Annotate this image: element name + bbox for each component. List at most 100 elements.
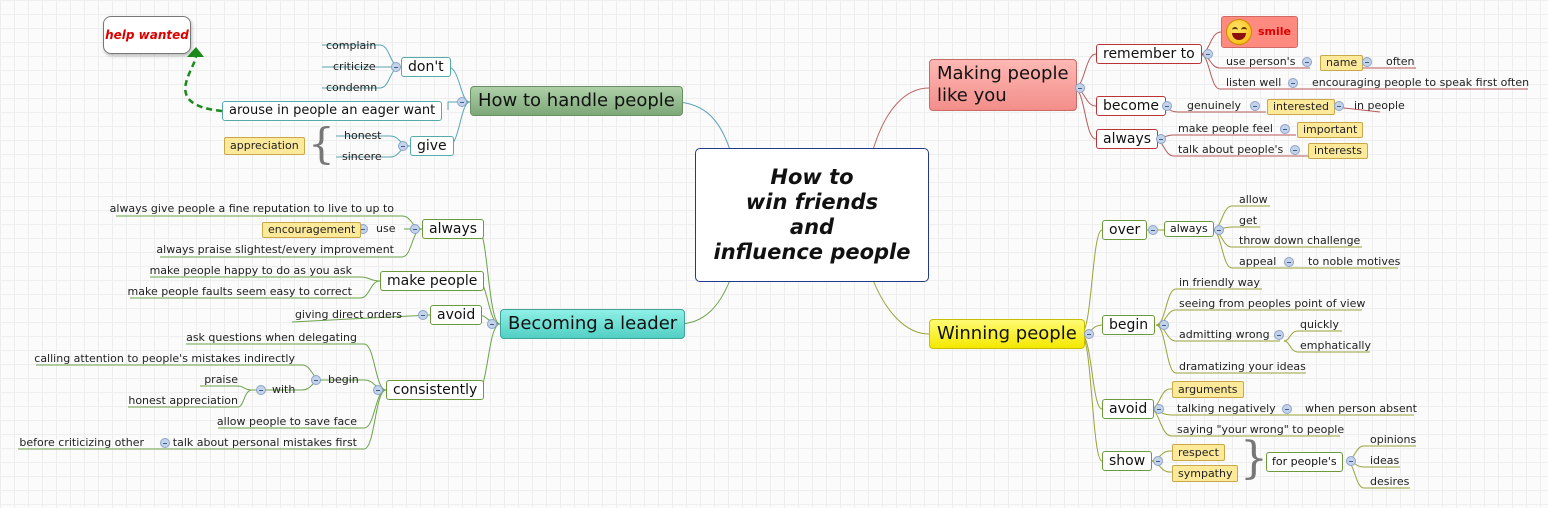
leaf-throw-down-challenge[interactable]: throw down challenge	[1239, 234, 1361, 247]
leaf-encouraging-speak[interactable]: encouraging people to speak first often	[1312, 76, 1530, 89]
node-avoid-winning[interactable]: avoid	[1102, 399, 1155, 419]
collapse-icon[interactable]	[1214, 225, 1224, 235]
tag-sympathy[interactable]: sympathy	[1172, 465, 1239, 482]
leaf-talking-negatively[interactable]: talking negatively	[1177, 402, 1276, 415]
leaf-allow[interactable]: allow	[1239, 193, 1268, 206]
node-avoid[interactable]: avoid	[430, 305, 483, 325]
leaf-often[interactable]: often	[1386, 55, 1415, 68]
smile-node[interactable]: smile	[1221, 16, 1298, 48]
leaf-use[interactable]: use	[376, 222, 396, 235]
node-show[interactable]: show	[1102, 451, 1153, 471]
tag-arguments[interactable]: arguments	[1172, 381, 1244, 398]
tag-name[interactable]: name	[1320, 55, 1364, 71]
node-arouse-eager-want[interactable]: arouse in people an eager want	[222, 101, 443, 121]
collapse-icon[interactable]	[373, 385, 383, 395]
collapse-icon[interactable]	[1159, 320, 1169, 330]
node-begin[interactable]: begin	[1102, 315, 1156, 335]
collapse-icon[interactable]	[256, 385, 266, 395]
collapse-icon[interactable]	[1162, 101, 1172, 111]
node-over[interactable]: over	[1102, 220, 1148, 240]
leaf-direct-orders[interactable]: giving direct orders	[294, 308, 402, 321]
leaf-desires[interactable]: desires	[1370, 475, 1410, 488]
collapse-icon[interactable]	[1362, 57, 1372, 67]
leaf-save-face[interactable]: allow people to save face	[216, 415, 357, 428]
node-over-always[interactable]: always	[1164, 221, 1214, 237]
leaf-admitting-wrong[interactable]: admitting wrong	[1179, 328, 1270, 341]
leaf-honest-appreciation[interactable]: honest appreciation	[128, 394, 238, 407]
node-consistently[interactable]: consistently	[386, 380, 485, 400]
topic-making-people-like-you[interactable]: Making people like you	[929, 59, 1077, 111]
leaf-faults-easy[interactable]: make people faults seem easy to correct	[127, 285, 352, 298]
collapse-icon[interactable]	[1334, 101, 1344, 111]
leaf-in-people[interactable]: in people	[1354, 99, 1405, 112]
collapse-icon[interactable]	[1288, 78, 1298, 88]
collapse-icon[interactable]	[1203, 49, 1213, 59]
collapse-icon[interactable]	[311, 375, 321, 385]
leaf-condemn[interactable]: condemn	[326, 81, 378, 94]
leaf-friendly-way[interactable]: in friendly way	[1179, 276, 1261, 289]
tag-interests[interactable]: interests	[1308, 143, 1368, 159]
collapse-icon[interactable]	[160, 438, 170, 448]
collapse-icon[interactable]	[1290, 145, 1300, 155]
leaf-fine-reputation[interactable]: always give people a fine reputation to …	[109, 202, 394, 215]
node-always[interactable]: always	[422, 219, 485, 239]
collapse-icon[interactable]	[1280, 124, 1290, 134]
topic-how-to-handle-people[interactable]: How to handle people	[470, 86, 683, 116]
leaf-noble-motives[interactable]: to noble motives	[1308, 255, 1401, 268]
leaf-get[interactable]: get	[1239, 214, 1258, 227]
leaf-quickly[interactable]: quickly	[1300, 318, 1339, 331]
leaf-opinions[interactable]: opinions	[1370, 433, 1417, 446]
node-make-people[interactable]: make people	[380, 271, 485, 291]
leaf-emphatically[interactable]: emphatically	[1300, 339, 1371, 352]
leaf-when-person-absent[interactable]: when person absent	[1305, 402, 1417, 415]
node-for-peoples[interactable]: for people's	[1266, 452, 1343, 472]
collapse-icon[interactable]	[391, 62, 401, 72]
leaf-ideas[interactable]: ideas	[1370, 454, 1400, 467]
collapse-icon[interactable]	[487, 319, 497, 329]
leaf-genuinely[interactable]: genuinely	[1187, 99, 1242, 112]
collapse-icon[interactable]	[1075, 83, 1085, 93]
node-become[interactable]: become	[1096, 96, 1167, 116]
leaf-personal-mistakes[interactable]: talk about personal mistakes first	[172, 436, 357, 449]
collapse-icon[interactable]	[410, 224, 420, 234]
node-always-like[interactable]: always	[1096, 129, 1159, 149]
tag-interested[interactable]: interested	[1267, 99, 1335, 115]
leaf-saying-your-wrong[interactable]: saying "your wrong" to people	[1177, 423, 1345, 436]
collapse-icon[interactable]	[1274, 330, 1284, 340]
leaf-praise-improvement[interactable]: always praise slightest/every improvemen…	[156, 243, 394, 256]
node-give[interactable]: give	[410, 136, 454, 156]
leaf-dramatizing-ideas[interactable]: dramatizing your ideas	[1179, 360, 1306, 373]
leaf-sincere[interactable]: sincere	[342, 150, 382, 163]
leaf-ask-questions[interactable]: ask questions when delegating	[186, 331, 357, 344]
leaf-with[interactable]: with	[272, 383, 296, 396]
leaf-honest[interactable]: honest	[344, 129, 382, 142]
collapse-icon[interactable]	[398, 141, 408, 151]
topic-winning-people[interactable]: Winning people	[929, 319, 1085, 349]
topic-becoming-a-leader[interactable]: Becoming a leader	[500, 309, 686, 339]
collapse-icon[interactable]	[418, 310, 428, 320]
tag-encouragement[interactable]: encouragement	[262, 222, 362, 238]
tag-appreciation[interactable]: appreciation	[224, 137, 305, 155]
central-topic[interactable]: How to win friends and influence people	[695, 148, 929, 282]
leaf-appeal[interactable]: appeal	[1239, 255, 1277, 268]
node-remember-to[interactable]: remember to	[1096, 44, 1202, 64]
leaf-begin[interactable]: begin	[328, 373, 359, 386]
collapse-icon[interactable]	[1154, 404, 1164, 414]
collapse-icon[interactable]	[1250, 101, 1260, 111]
collapse-icon[interactable]	[1148, 225, 1158, 235]
leaf-mistakes-indirectly[interactable]: calling attention to people's mistakes i…	[34, 352, 295, 365]
leaf-criticize[interactable]: criticize	[333, 60, 376, 73]
tag-important[interactable]: important	[1297, 122, 1364, 138]
leaf-use-persons[interactable]: use person's	[1226, 55, 1296, 68]
tag-respect[interactable]: respect	[1172, 444, 1225, 461]
node-dont[interactable]: don't	[401, 57, 451, 77]
leaf-listen-well[interactable]: listen well	[1226, 76, 1282, 89]
leaf-talk-about-peoples[interactable]: talk about people's	[1178, 143, 1284, 156]
collapse-icon[interactable]	[1302, 57, 1312, 67]
collapse-icon[interactable]	[1346, 456, 1356, 466]
leaf-make-people-feel[interactable]: make people feel	[1178, 122, 1273, 135]
collapse-icon[interactable]	[1156, 134, 1166, 144]
collapse-icon[interactable]	[1084, 329, 1094, 339]
collapse-icon[interactable]	[1282, 404, 1292, 414]
leaf-complain[interactable]: complain	[326, 39, 377, 52]
